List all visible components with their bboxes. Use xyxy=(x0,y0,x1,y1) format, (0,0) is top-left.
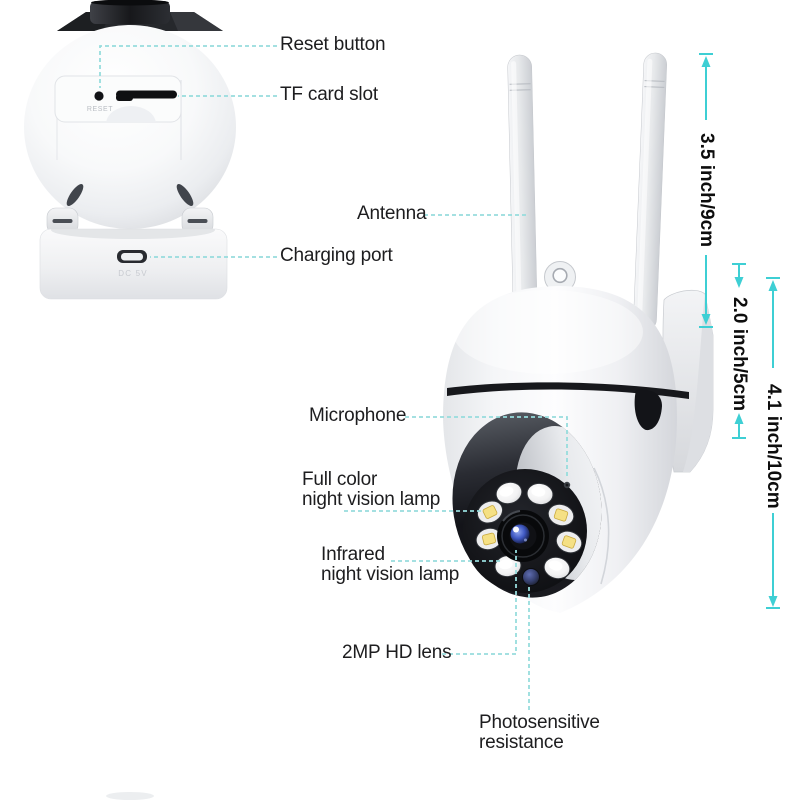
leader-microphone xyxy=(405,416,568,476)
lens-recess xyxy=(452,412,615,598)
leader-hd-lens xyxy=(442,550,517,655)
base-box: DC 5V xyxy=(39,228,228,300)
power-engraving: DC 5V xyxy=(118,269,148,278)
label-photosensitive: Photosensitive resistance xyxy=(479,712,600,753)
antenna-left xyxy=(507,54,538,314)
dimension-body-height xyxy=(766,277,780,609)
label-infrared-lamp: Infrared night vision lamp xyxy=(321,544,460,585)
pan-knob xyxy=(57,0,223,31)
microphone-hole xyxy=(563,481,571,489)
callout-leader-lines xyxy=(99,45,568,711)
label-reset-button: Reset button xyxy=(280,34,386,55)
dimension-text-antenna-height: 3.5 inch/9cm xyxy=(696,133,717,248)
camera-main-view xyxy=(443,52,714,613)
reset-engraving: RESET xyxy=(87,106,113,113)
label-tf-card-slot: TF card slot xyxy=(280,84,378,105)
label-full-color-lamp: Full color night vision lamp xyxy=(302,469,441,510)
label-charging-port: Charging port xyxy=(280,245,393,266)
antenna-right xyxy=(633,52,667,332)
dimension-antenna-height xyxy=(699,53,713,328)
label-microphone: Microphone xyxy=(309,405,407,426)
dimension-text-head-height: 2.0 inch/5cm xyxy=(729,297,750,412)
dimension-head-height xyxy=(732,263,746,439)
camera-back-view: RESET DC 5V xyxy=(24,0,236,800)
label-hd-lens: 2MP HD lens xyxy=(342,642,452,663)
camera-lens xyxy=(497,510,549,562)
dimension-lines xyxy=(699,53,780,609)
back-sphere xyxy=(24,25,236,229)
photosensitive-sensor xyxy=(522,568,540,586)
trim-band xyxy=(447,382,689,399)
dimension-text-body-height: 4.1 inch/10cm xyxy=(763,384,784,509)
hanging-ring xyxy=(544,261,576,293)
label-antenna: Antenna xyxy=(357,203,427,224)
back-panel: RESET xyxy=(54,75,182,123)
leader-reset-button xyxy=(99,45,277,88)
reset-button-hole[interactable] xyxy=(94,91,104,101)
